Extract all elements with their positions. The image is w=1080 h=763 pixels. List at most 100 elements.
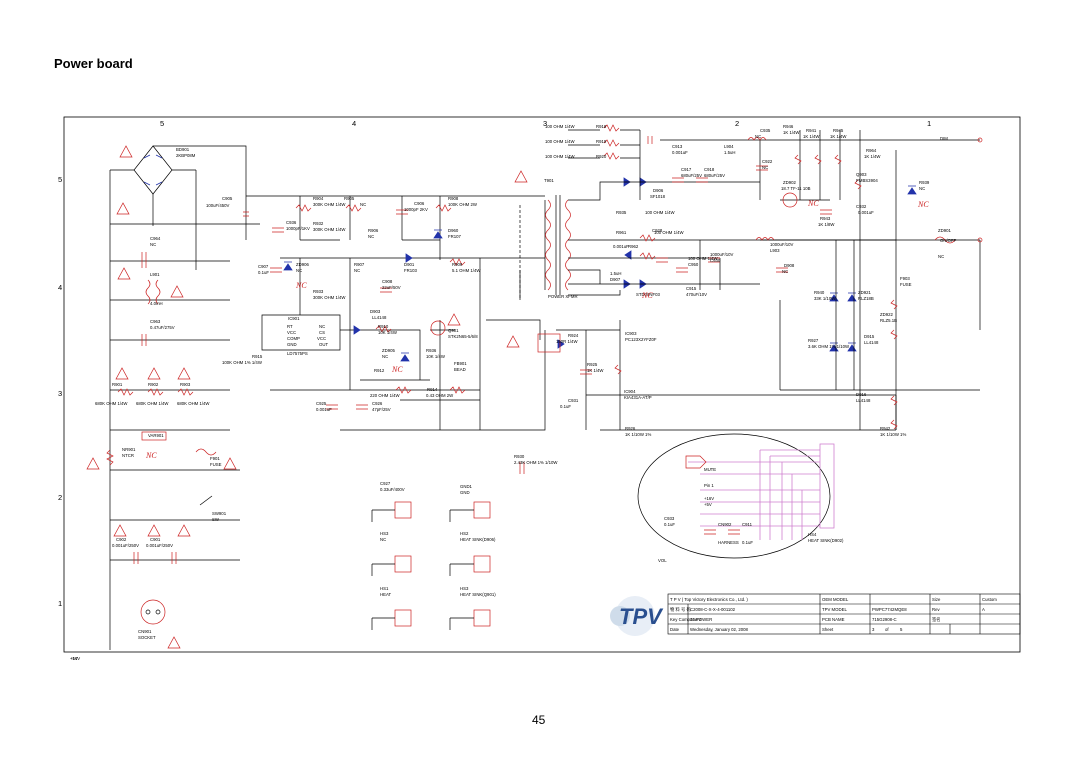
title-block-text: Sheet [822,627,834,632]
component-label: C918 [704,167,715,172]
component-label: 100 OHM 1/4W [545,154,576,159]
component-label: 680K OHM 1/4W [177,401,210,406]
component-label: C950 [688,262,699,267]
component-label: MUTE [704,467,716,472]
component-label: C928 [652,228,663,233]
component-label: KIA431A-AT/P [624,395,652,400]
component-label: ZD922 [880,312,894,317]
border-row-mark: 3 [58,389,62,398]
component-label: GND [287,342,297,347]
title-block-text: 32.POWER [690,617,712,622]
component-label: 1K 1/4W [783,130,800,135]
component-label: STK2N65-5/6/8 [448,334,478,339]
component-label: R901 [112,382,123,387]
component-label: T901 [544,178,554,183]
border-column-mark: 1 [927,119,931,128]
component-label: 0.001uF/250V [112,543,139,548]
title-block-text: 3 [872,627,875,632]
border-row-mark: 2 [58,493,62,502]
component-label: STD20NF03 [636,292,660,297]
component-label: 1K 1/10W 1% [625,432,651,437]
component-label: LL4148 [372,315,387,320]
component-label: ZD906 [296,262,310,267]
component-label: 1K 1/4W [587,368,604,373]
component-label: ZD901 [938,228,952,233]
component-label: C927 [380,481,391,486]
nc-annotation: NC [145,451,157,460]
title-block-text: 715G2908-C [872,617,897,622]
component-label: R919 [596,139,607,144]
component-label: R905 [344,196,355,201]
component-label: 1K 1/4W [803,134,820,139]
component-label: R908 [448,196,459,201]
component-label: 0.001uF [316,407,332,412]
component-label: 100uF/450V [206,203,230,208]
component-label: NC [755,134,761,139]
component-label: NTCR [122,453,134,458]
border-column-mark: 3 [543,119,547,128]
component-label: C932 [856,204,867,209]
component-label: C925 [316,401,327,406]
component-label: C936 [286,220,297,225]
component-label: HARNESS [718,540,739,545]
component-label: 0.1uF [258,270,269,275]
component-label: 300K OHM 1/4W [313,295,346,300]
component-label: NC [368,234,374,239]
component-label: 0.001uF/250V [146,543,173,548]
component-label: D960 [448,228,459,233]
component-label: 300K OHM 1/4W [313,227,346,232]
component-label: 680uF/25V [704,173,725,178]
component-label: SW [212,517,220,522]
title-block-text: T P V ( Top Victory Electronics Co., Ltd… [670,597,997,632]
component-label: 0.1uF [664,522,675,527]
component-label: R933 [313,289,324,294]
component-label: FR103 [404,268,418,273]
component-label: D907 [610,277,621,282]
connector-area [637,433,835,559]
border-column-mark: 5 [160,119,164,128]
component-label: +5V [704,502,712,507]
component-label: IC904 [624,389,636,394]
component-label: R930 [514,454,525,459]
component-label: R964 [866,148,877,153]
component-label: 100K OHM 2W [448,202,478,207]
component-label: D908 [784,263,795,268]
title-block-text: Rev [932,607,940,612]
component-label: VAR901 [148,433,164,438]
component-label: R946 [783,124,794,129]
component-label: SW901 [212,511,227,516]
component-labels: BD9012KBP08MC905100uF/450VC964NCL9014.0m… [70,124,957,661]
title-block-text: 物 料 号 码 [670,606,691,613]
component-label: COMP [287,336,300,341]
nc-annotation: NC [807,199,819,208]
component-label: 1000pF 2KV [404,207,428,212]
component-label: 0.33uF/400V [380,487,405,492]
component-label: NC [380,537,386,542]
component-label: CN901 [138,629,152,634]
component-label: R926 [625,426,636,431]
component-label: C964 [150,236,161,241]
component-label: R904 [313,196,324,201]
component-label: 10K 1/4W [378,330,398,335]
component-label: ZD905 [382,348,396,353]
component-label: R918 [596,124,607,129]
title-block-text: 5 [900,627,903,632]
component-label: 0.1uF [742,540,753,545]
component-label: FUSE [900,282,912,287]
component-label: IC903 [625,331,637,336]
component-label: 680K OHM 1/4W [136,401,169,406]
component-label: R909 [452,262,463,267]
nc-annotation: NC [917,200,929,209]
component-label: C902 [116,537,127,542]
component-label: 1K 1/4W [864,154,881,159]
component-label: DIM [940,136,948,141]
component-label: Q903 [856,172,867,177]
component-label: C933 [664,516,675,521]
component-label: HS1 [380,586,389,591]
component-label: NC [382,354,388,359]
component-label: 300K OHM 1/4W [313,202,346,207]
component-label: HS4 [808,532,817,537]
component-label: ON/OFF [940,238,957,243]
